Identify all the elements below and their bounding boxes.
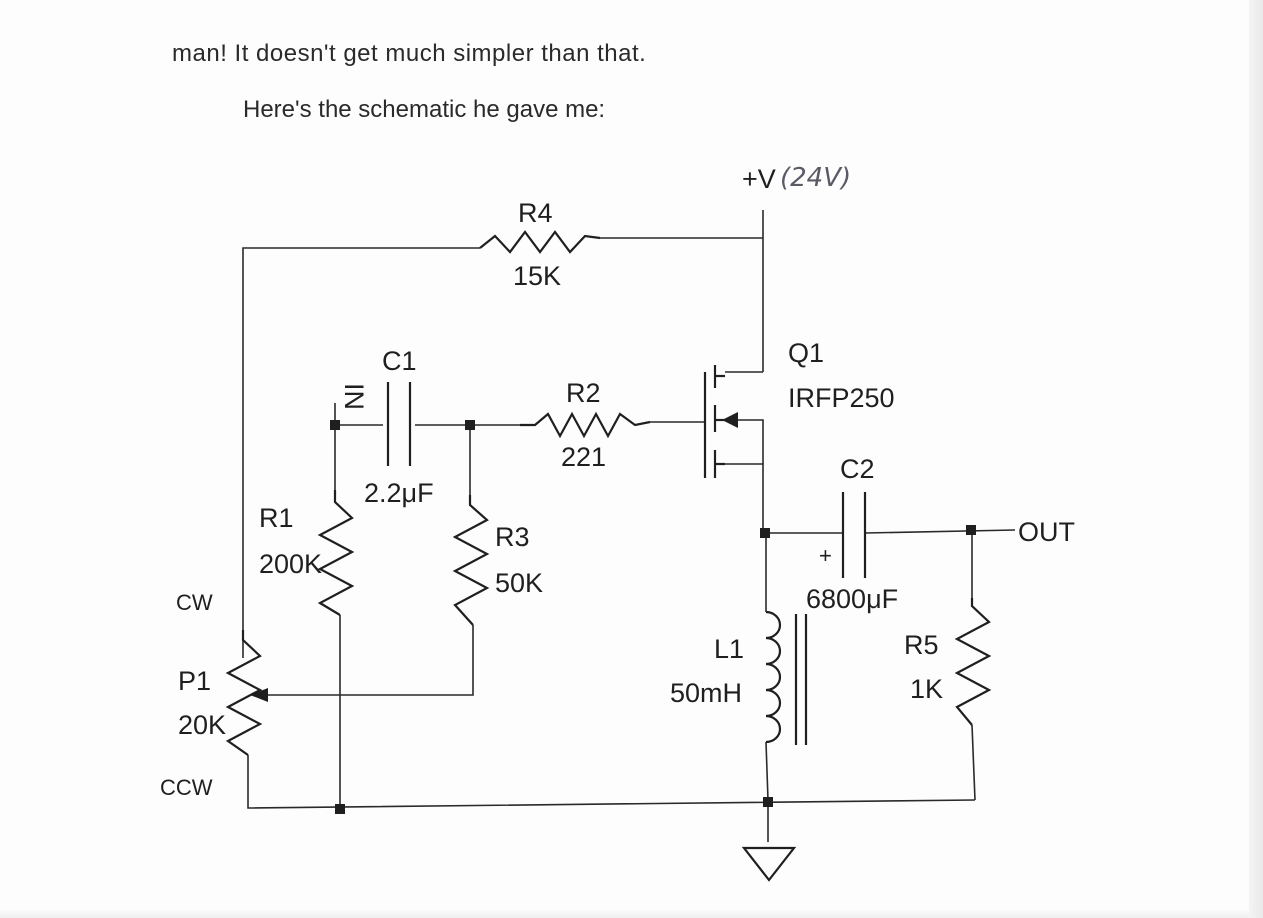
wire-r5-bottom [971,724,976,801]
c1-value: 2.2μF [364,478,434,508]
l1-ref: L1 [714,634,744,664]
wire-ground-bus [247,755,976,809]
pot-cw-label: CW [176,590,213,615]
r4-value: 15K [513,261,561,291]
resistor-r5-symbol [954,598,992,726]
junctions [330,420,976,814]
junction-source [760,528,770,538]
wires [242,210,1016,842]
p1-value: 20K [178,710,226,740]
p1-ref: P1 [178,666,211,696]
mosfet-q1-symbol [703,365,738,478]
wire-l1-bottom [765,741,769,842]
c2-value: 6800μF [806,584,898,614]
supply-annotation: (24V) [780,163,851,193]
p1-wiper-arrow [250,688,268,702]
output-label: OUT [1018,517,1075,547]
inductor-l1-symbol [765,610,808,745]
r5-value: 1K [910,674,943,704]
wire-source [725,463,764,533]
resistor-r1-symbol [317,490,355,616]
input-label: IN [339,383,369,410]
potentiometer-p1-symbol [225,630,263,756]
junction-ground-right [763,797,773,807]
r4-ref: R4 [518,198,553,228]
wire-c2-out [864,529,1016,534]
cut-off-text-line: man! It doesn't get much simpler than th… [172,36,772,66]
r1-value: 200K [259,549,322,579]
wire-body [725,419,764,464]
resistor-r3-symbol [452,495,490,626]
supply-label: +V [742,164,776,194]
q1-ref: Q1 [788,338,824,368]
wire-r3-wiper [268,625,474,696]
junction-r2 [465,420,475,430]
c2-ref: C2 [840,454,875,484]
r2-value: 221 [561,442,606,472]
r2-ref: R2 [566,378,601,408]
r3-ref: R3 [495,522,530,552]
resistor-r4-symbol [479,230,601,254]
ground-icon [741,846,797,882]
r3-value: 50K [495,568,543,598]
junction-ground-left [335,804,345,814]
junction-out [966,525,976,535]
resistor-r2-symbol [520,411,651,439]
junction-in [330,420,340,430]
pot-ccw-label: CCW [160,775,213,800]
l1-value: 50mH [670,678,742,708]
q1-value: IRFP250 [788,383,895,413]
c1-ref: C1 [382,346,417,376]
cut-off-text: man! It doesn't get much simpler than th… [172,40,647,66]
r1-ref: R1 [259,503,294,533]
r5-ref: R5 [904,630,939,660]
wire-left-top [242,247,480,658]
scan-edge [0,910,1263,918]
c2-polarity: + [819,543,832,568]
intro-text: Here's the schematic he gave me: [243,96,606,123]
